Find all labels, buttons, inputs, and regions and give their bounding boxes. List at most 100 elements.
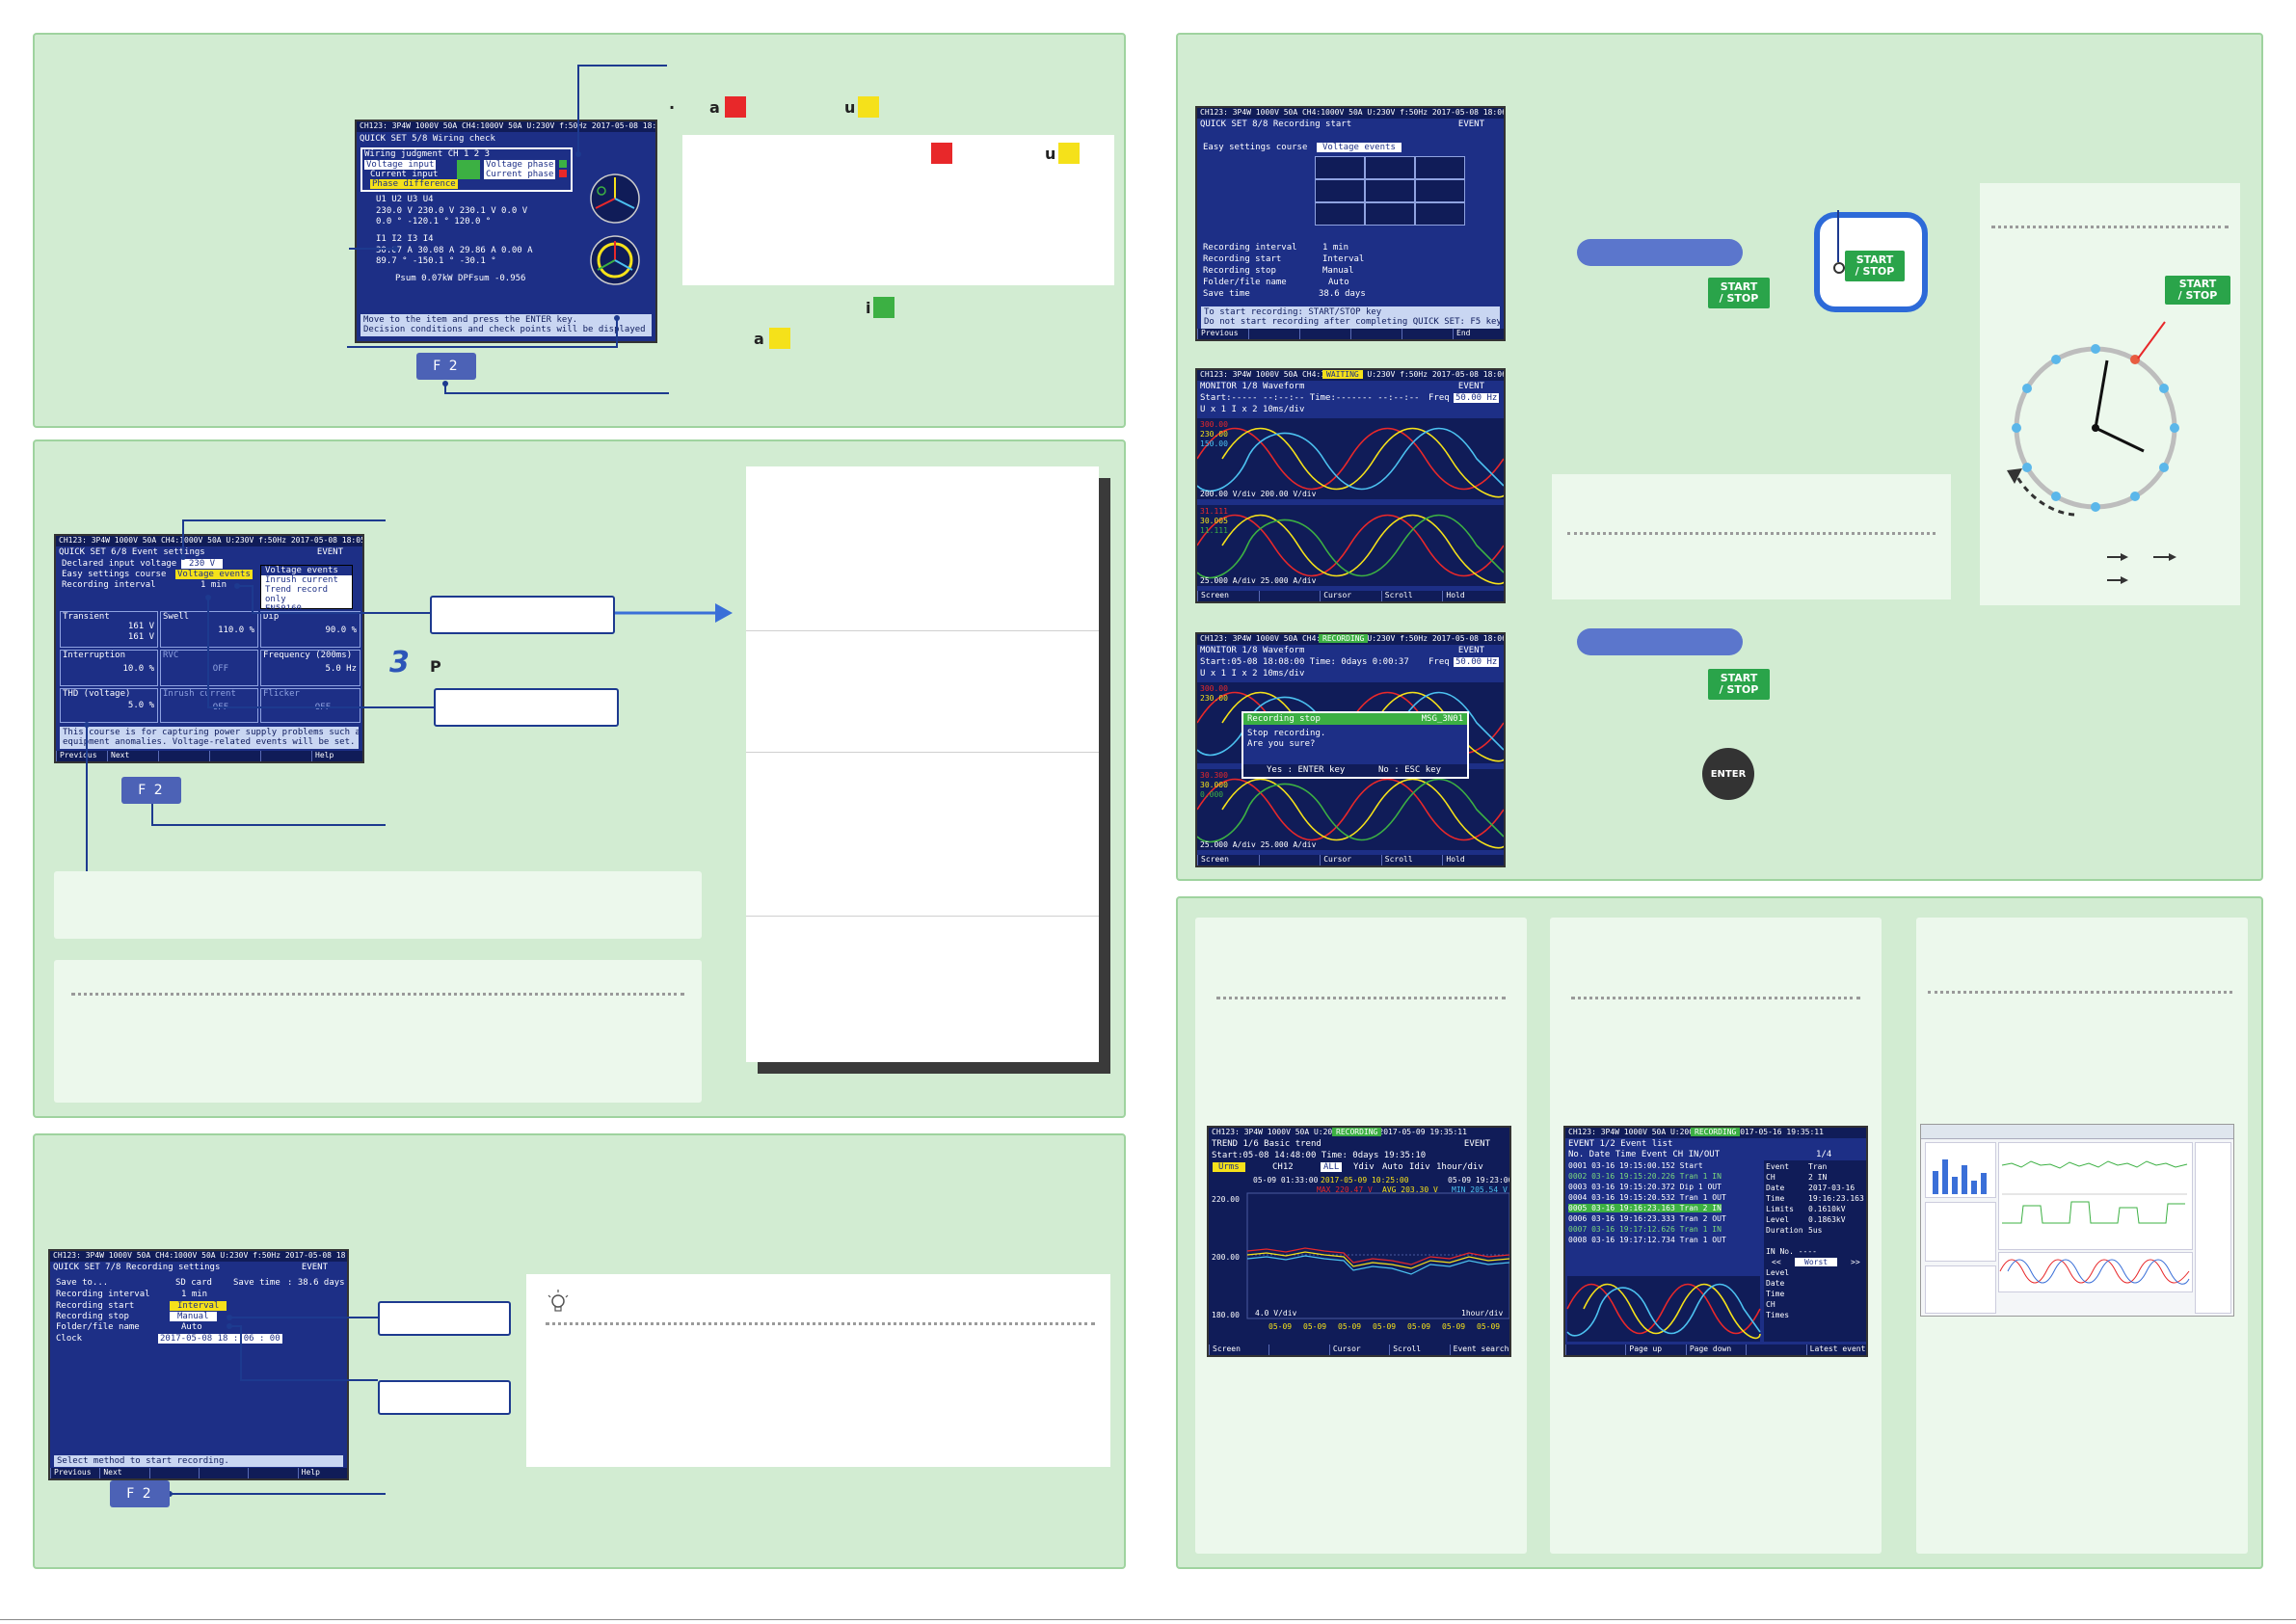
f2-key-event[interactable]: F 2 xyxy=(121,777,181,804)
fkey-help[interactable]: Help xyxy=(297,1468,347,1478)
fkey-blank[interactable] xyxy=(1248,329,1299,339)
fkey-previous[interactable]: Previous xyxy=(1197,329,1248,339)
trend-control[interactable]: Ydiv xyxy=(1353,1162,1375,1172)
fkey-screen[interactable]: Screen xyxy=(1197,855,1259,865)
fkey-page-up[interactable]: Page up xyxy=(1625,1344,1685,1355)
dropdown-option[interactable]: EN50160 xyxy=(265,604,302,614)
fkey-cursor[interactable]: Cursor xyxy=(1320,855,1381,865)
event-row[interactable]: 0002 03-16 19:15:20.226 Tran 1 IN xyxy=(1568,1172,1722,1181)
fkey-help[interactable]: Help xyxy=(311,751,362,761)
fkey-blank[interactable] xyxy=(1258,591,1321,601)
event-cell[interactable]: Frequency (200ms)5.0 Hz xyxy=(260,650,360,686)
fkey-blank[interactable] xyxy=(198,1468,248,1478)
event-cell-name: Transient xyxy=(63,612,110,622)
fkey-latest-event[interactable]: Latest event xyxy=(1805,1344,1866,1355)
dropdown-option[interactable]: Voltage events xyxy=(261,566,352,575)
fkey-blank[interactable] xyxy=(1268,1344,1328,1355)
fkey-end[interactable]: End xyxy=(1453,329,1504,339)
fkey-blank[interactable] xyxy=(209,751,260,761)
fkey-cursor[interactable]: Cursor xyxy=(1320,591,1381,601)
dropdown-option[interactable]: Trend record only xyxy=(265,585,329,604)
dialog-yes[interactable]: Yes : ENTER key xyxy=(1267,764,1346,775)
event-row[interactable]: 0008 03-16 19:17:12.734 Tran 1 OUT xyxy=(1568,1236,1726,1244)
event-list-header: No. Date Time Event CH IN/OUT xyxy=(1568,1150,1721,1159)
fkey-blank[interactable] xyxy=(248,1468,297,1478)
event-cell[interactable]: THD (voltage)5.0 % xyxy=(60,688,158,723)
clock-value[interactable]: 2017-05-08 18 : 06 : 00 xyxy=(158,1334,282,1344)
fkey-cursor[interactable]: Cursor xyxy=(1328,1344,1389,1355)
freq-value: 50.00 Hz xyxy=(1454,657,1500,668)
row-value[interactable]: Interval xyxy=(170,1301,227,1312)
fkey-screen[interactable]: Screen xyxy=(1197,591,1259,601)
fkey-hold[interactable]: Hold xyxy=(1442,855,1504,865)
fkey-scroll[interactable]: Scroll xyxy=(1389,1344,1449,1355)
screen-recording-start: CH123: 3P4W 1000V 50A CH4:1000V 50A U:23… xyxy=(1195,106,1506,341)
nav-next[interactable]: >> xyxy=(1851,1258,1860,1266)
fkey-scroll[interactable]: Scroll xyxy=(1380,855,1443,865)
event-row[interactable]: 0007 03-16 19:17:12.626 Tran 1 IN xyxy=(1568,1225,1722,1234)
event-row[interactable]: 0006 03-16 19:16:23.333 Tran 2 OUT xyxy=(1568,1214,1726,1223)
row-value[interactable]: SD card xyxy=(175,1278,212,1288)
dialog-no[interactable]: No : ESC key xyxy=(1378,764,1442,775)
scale-settings: U x 1 I x 2 10ms/div xyxy=(1200,669,1305,679)
event-row[interactable]: 0001 03-16 19:15:00.152 Start xyxy=(1568,1161,1703,1170)
start-stop-key-clock[interactable]: START/ STOP xyxy=(2165,276,2230,305)
event-row[interactable]: 0004 03-16 19:15:20.532 Tran 1 OUT xyxy=(1568,1193,1726,1202)
detail-key: Duration xyxy=(1766,1226,1803,1235)
fkey-blank[interactable] xyxy=(148,1468,199,1478)
trend-control[interactable]: Urms xyxy=(1213,1162,1245,1173)
fkey-blank[interactable] xyxy=(1350,329,1402,339)
event-cell-name: Swell xyxy=(163,612,190,622)
row-value[interactable]: Auto xyxy=(181,1322,202,1332)
trend-control[interactable]: Idiv xyxy=(1409,1162,1430,1172)
fkey-previous[interactable]: Previous xyxy=(50,1468,99,1478)
nav-worst[interactable]: Worst xyxy=(1795,1258,1838,1267)
fkey-next[interactable]: Next xyxy=(99,1468,148,1478)
f2-key-recording[interactable]: F 2 xyxy=(110,1480,170,1507)
row-label: Recording stop xyxy=(56,1312,129,1321)
dropdown-option[interactable]: Inrush current xyxy=(265,575,338,585)
wiring-message-line1: Move to the item and press the ENTER key… xyxy=(363,315,578,325)
fkey-blank[interactable] xyxy=(1746,1344,1805,1355)
trend-control[interactable]: ALL xyxy=(1321,1162,1343,1173)
fkey-previous[interactable]: Previous xyxy=(56,751,107,761)
course-dropdown[interactable]: Voltage events Inrush current Trend reco… xyxy=(260,565,353,614)
screen-title: TREND 1/6 Basic trend xyxy=(1212,1139,1322,1149)
voltage-values: 230.0 V 230.0 V 230.1 V 0.0 V xyxy=(376,206,528,216)
event-row[interactable]: 0003 03-16 19:15:20.372 Dip 1 OUT xyxy=(1568,1183,1722,1191)
enter-key[interactable]: ENTER xyxy=(1702,748,1754,800)
row-value[interactable]: Manual xyxy=(170,1312,217,1322)
fkey-blank[interactable] xyxy=(1299,329,1350,339)
fkey-hold[interactable]: Hold xyxy=(1442,591,1504,601)
start-stop-key-stop[interactable]: START/ STOP xyxy=(1708,669,1770,700)
fkey-next[interactable]: Next xyxy=(107,751,158,761)
callout-box-stop xyxy=(378,1380,511,1415)
declared-voltage-value[interactable]: 230 V xyxy=(181,559,224,570)
row-label: Recording interval xyxy=(1203,243,1297,253)
fkey-event-search[interactable]: Event search xyxy=(1449,1344,1509,1355)
fkey-blank[interactable] xyxy=(158,751,209,761)
trend-control[interactable]: CH12 xyxy=(1272,1162,1294,1172)
fkey-scroll[interactable]: Scroll xyxy=(1380,591,1443,601)
event-row-selected[interactable]: 0005 03-16 19:16:23.163 Tran 2 IN xyxy=(1568,1204,1722,1213)
start-stop-key[interactable]: START/ STOP xyxy=(1708,278,1770,308)
fkey-blank[interactable] xyxy=(1258,855,1321,865)
fkey-blank[interactable] xyxy=(260,751,311,761)
trend-control[interactable]: Auto xyxy=(1382,1162,1403,1172)
row-value[interactable]: 1 min xyxy=(181,1290,208,1299)
nav-prev[interactable]: << xyxy=(1772,1258,1781,1266)
f2-key-wiring[interactable]: F 2 xyxy=(416,353,476,380)
trend-control[interactable]: 1hour/div xyxy=(1436,1162,1483,1172)
voltage-div: 200.00 V/div 200.00 V/div xyxy=(1200,490,1317,498)
fkey-page-down[interactable]: Page down xyxy=(1685,1344,1746,1355)
course-value[interactable]: Voltage events xyxy=(175,570,253,580)
start-stop-key-closeup[interactable]: START/ STOP xyxy=(1845,251,1905,281)
fkey-screen[interactable]: Screen xyxy=(1209,1344,1268,1355)
fkey-blank[interactable] xyxy=(1402,329,1453,339)
stop-label: / STOP xyxy=(1719,292,1759,305)
green-indicator xyxy=(873,297,894,318)
fkey-blank[interactable] xyxy=(1565,1344,1625,1355)
